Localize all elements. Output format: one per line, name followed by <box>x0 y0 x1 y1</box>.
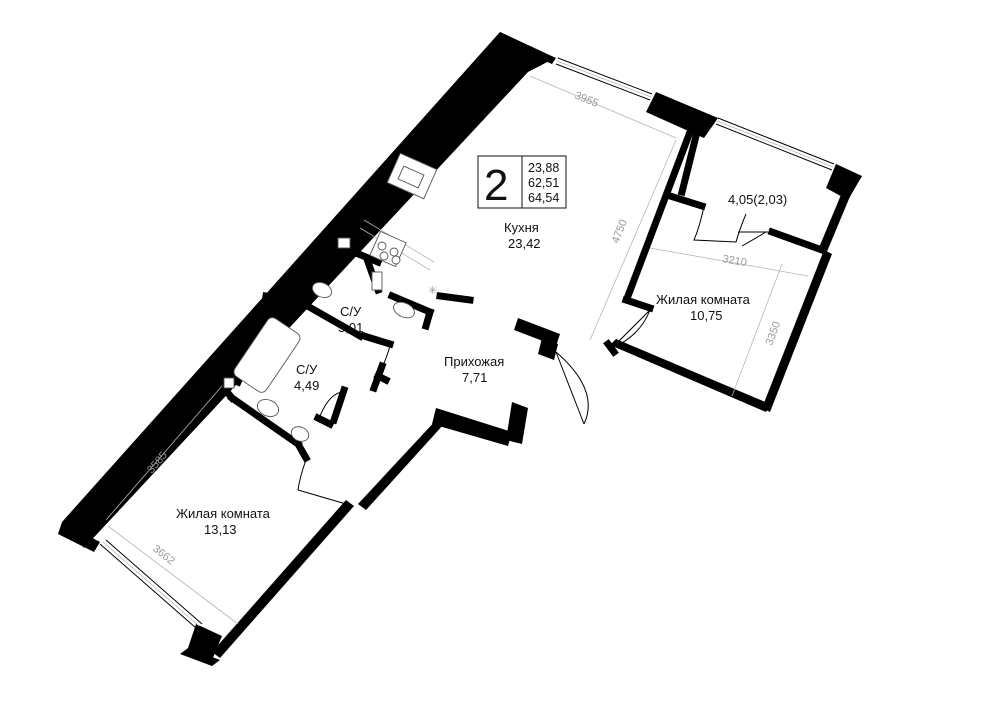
area-living: 23,88 <box>528 161 559 175</box>
toilet-1 <box>311 281 333 299</box>
dim-living1-width: 3210 <box>721 253 747 269</box>
kitchen-name: Кухня <box>504 220 539 235</box>
kitchen-area: 23,42 <box>508 236 541 251</box>
living2-area: 13,13 <box>204 522 237 537</box>
bath1-area: 3,01 <box>338 320 363 335</box>
dim-kitchen-width: 3955 <box>573 90 600 110</box>
doors <box>297 205 768 505</box>
summary-box: 2 23,88 62,51 64,54 <box>477 155 567 210</box>
vent-symbol: ✳ <box>428 285 437 297</box>
bathtub <box>233 317 301 393</box>
toilet-2 <box>290 426 310 442</box>
windows <box>99 57 835 629</box>
living1-area: 10,75 <box>690 308 723 323</box>
living2-name: Жилая комната <box>176 506 271 521</box>
living1-name: Жилая комната <box>656 292 751 307</box>
outer-walls <box>58 32 862 666</box>
bath2-name: С/У <box>296 362 318 377</box>
dimension-lines <box>105 75 809 625</box>
dim-kitchen-depth: 4750 <box>610 218 630 245</box>
balcony-label: 4,05(2,03) <box>728 192 787 207</box>
hall-name: Прихожая <box>444 354 504 369</box>
shaft-box-2 <box>371 271 383 291</box>
fixtures: ✳ <box>223 152 438 442</box>
kitchen-sink <box>397 165 425 189</box>
dim-living1-depth: 3350 <box>764 320 784 347</box>
bath2-area: 4,49 <box>294 378 319 393</box>
dim-living2-width: 3662 <box>150 543 177 568</box>
bath1-name: С/У <box>340 304 362 319</box>
area-total-with-balcony: 64,54 <box>528 191 559 205</box>
hall-area: 7,71 <box>462 370 487 385</box>
rooms-count: 2 <box>484 161 508 210</box>
sink-1 <box>393 301 415 319</box>
sink-2 <box>256 398 280 418</box>
shaft-box <box>337 237 351 249</box>
area-total: 62,51 <box>528 176 559 190</box>
